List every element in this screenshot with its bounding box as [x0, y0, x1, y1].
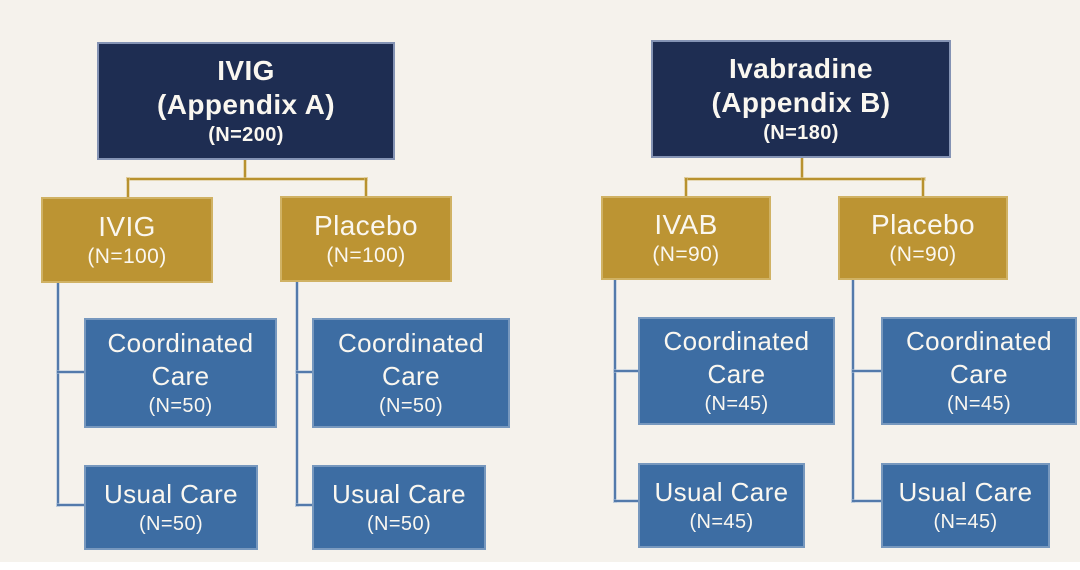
leaf-node-coordinated-care-placebo-b: Coordinated Care (N=45): [881, 317, 1077, 425]
node-count: (N=45): [946, 393, 1012, 415]
connector-blue-vertical-b2: [852, 280, 854, 502]
connector-blue-vertical-b1: [614, 280, 616, 502]
connector-blue-stub-b1-cc: [614, 370, 638, 372]
node-count: (N=180): [763, 122, 839, 144]
arm-node-ivab: IVAB (N=90): [601, 196, 771, 280]
node-count: (N=50): [378, 395, 444, 417]
node-title: Usual Care: [103, 479, 239, 509]
leaf-node-coordinated-care-ivab: Coordinated Care (N=45): [638, 317, 835, 425]
node-title: Coordinated Care: [663, 326, 810, 389]
node-count: (N=50): [366, 513, 432, 535]
connector-blue-vertical-a1: [57, 283, 59, 506]
node-title: IVIG: [217, 55, 275, 86]
connector-blue-stub-a2-cc: [296, 371, 312, 373]
node-count: (N=90): [889, 243, 957, 266]
node-title: Placebo: [314, 210, 418, 241]
node-title: Coordinated Care: [337, 328, 485, 391]
connector-gold-root-drop-a: [244, 160, 246, 179]
node-count: (N=45): [933, 511, 998, 533]
node-count: (N=100): [87, 245, 167, 268]
node-count: (N=90): [652, 243, 720, 266]
node-count: (N=45): [689, 511, 754, 533]
root-node-ivig-study: IVIG (Appendix A) (N=200): [97, 42, 395, 160]
connector-blue-stub-a1-cc: [57, 371, 84, 373]
leaf-node-coordinated-care-placebo-a: Coordinated Care (N=50): [312, 318, 510, 428]
connector-blue-stub-b2-cc: [852, 370, 881, 372]
connector-gold-arm-drop-b2: [922, 178, 924, 197]
arm-node-ivig: IVIG (N=100): [41, 197, 213, 283]
arm-node-placebo-b: Placebo (N=90): [838, 196, 1008, 280]
leaf-node-usual-care-placebo-a: Usual Care (N=50): [312, 465, 486, 550]
node-title: Usual Care: [331, 479, 467, 509]
bottom-margin-strip: [0, 562, 1080, 570]
connector-blue-stub-b2-uc: [852, 500, 881, 502]
node-title: Usual Care: [654, 477, 789, 507]
node-count: (N=45): [704, 393, 769, 415]
root-node-ivabradine-study: Ivabradine (Appendix B) (N=180): [651, 40, 951, 158]
connector-blue-vertical-a2: [296, 282, 298, 506]
leaf-node-coordinated-care-ivig: Coordinated Care (N=50): [84, 318, 277, 428]
node-count: (N=100): [326, 244, 406, 267]
node-title: Coordinated Care: [107, 328, 254, 391]
connector-blue-stub-a2-uc: [296, 504, 312, 506]
node-count: (N=50): [138, 513, 204, 535]
arm-node-placebo-a: Placebo (N=100): [280, 196, 452, 282]
connector-gold-arm-drop-a1: [127, 178, 129, 198]
connector-gold-arm-drop-a2: [365, 178, 367, 198]
leaf-node-usual-care-ivig: Usual Care (N=50): [84, 465, 258, 550]
node-count: (N=50): [148, 395, 213, 417]
connector-gold-arm-drop-b1: [685, 178, 687, 197]
node-title: IVAB: [654, 209, 718, 240]
leaf-node-usual-care-ivab: Usual Care (N=45): [638, 463, 805, 548]
node-title: IVIG: [98, 211, 156, 242]
connector-blue-stub-b1-uc: [614, 500, 638, 502]
connector-gold-horizontal-b: [685, 178, 925, 180]
node-title: Ivabradine: [728, 53, 874, 84]
node-title: Usual Care: [898, 477, 1033, 507]
connector-gold-root-drop-b: [801, 158, 803, 179]
connector-blue-stub-a1-uc: [57, 504, 84, 506]
node-count: (N=200): [208, 124, 284, 146]
node-subtitle: (Appendix B): [711, 87, 891, 118]
leaf-node-usual-care-placebo-b: Usual Care (N=45): [881, 463, 1050, 548]
node-title: Placebo: [871, 209, 975, 240]
connector-gold-horizontal-a: [127, 178, 367, 180]
node-title: Coordinated Care: [905, 326, 1053, 389]
node-subtitle: (Appendix A): [157, 89, 335, 120]
